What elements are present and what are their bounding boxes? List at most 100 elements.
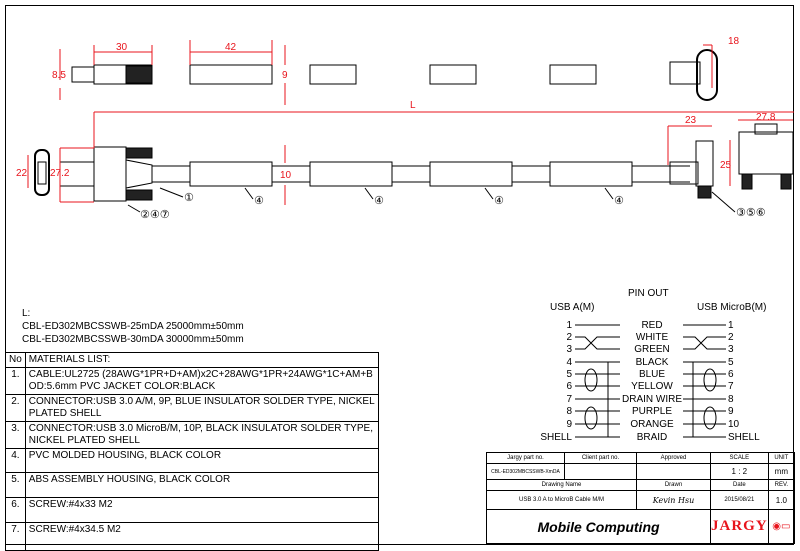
item-text: CABLE:UL2725 (28AWG*1PR+D+AM)x2C+28AWG*1… bbox=[24, 367, 380, 395]
usb-plug-tip bbox=[71, 66, 95, 83]
client-part-label: Client part no. bbox=[564, 452, 637, 464]
pin-left: 2 bbox=[566, 332, 572, 343]
callout-molding-4: ④ bbox=[614, 194, 624, 207]
dimension-lines bbox=[27, 40, 794, 205]
molding-top-3 bbox=[429, 64, 477, 85]
usb-a-housing bbox=[93, 146, 127, 202]
pin-left: 1 bbox=[566, 320, 572, 331]
rev-label: REV. bbox=[767, 479, 796, 491]
client-part-no bbox=[564, 463, 637, 480]
pinout-left-title: USB A(M) bbox=[550, 302, 595, 313]
approved-value bbox=[636, 463, 711, 480]
item-no: 3. bbox=[5, 421, 26, 449]
dim-usb-a-width: 27.2 bbox=[50, 168, 70, 179]
unit-value: mm bbox=[767, 463, 796, 480]
screw-lower bbox=[125, 189, 153, 201]
callout-molding-3: ④ bbox=[494, 194, 504, 207]
callout-cable: ① bbox=[184, 191, 194, 204]
pin-right: 2 bbox=[728, 332, 734, 343]
molding-top-4 bbox=[549, 64, 597, 85]
usb-a-face-pins bbox=[37, 161, 47, 185]
drawing-frame bbox=[5, 5, 794, 545]
molding-1 bbox=[189, 161, 273, 187]
item-text: CONNECTOR:USB 3.0 MicroB/M, 10P, BLACK I… bbox=[24, 421, 380, 449]
usb-a-face bbox=[34, 149, 50, 196]
dim-plug-height: 8.5 bbox=[52, 70, 66, 81]
microb-screw bbox=[697, 185, 712, 199]
projection-symbol-icon: ◉▭ bbox=[767, 509, 796, 544]
dim-microb-width: 27.8 bbox=[756, 112, 776, 123]
item-no: 2. bbox=[5, 394, 26, 422]
item-text: PVC MOLDED HOUSING, BLACK COLOR bbox=[24, 448, 380, 473]
pin-left: 5 bbox=[566, 369, 572, 380]
no-header: No bbox=[5, 352, 26, 368]
scale-value: 1 : 2 bbox=[710, 463, 769, 480]
wire-color: BLUE bbox=[638, 369, 666, 380]
dim-usb-a-face: 22 bbox=[16, 168, 28, 179]
molding-3 bbox=[429, 161, 513, 187]
screw-side bbox=[125, 65, 153, 84]
drawn-label: Drawn bbox=[636, 479, 711, 491]
jargy-part-label: Jargy part no. bbox=[486, 452, 565, 464]
date-label: Date bbox=[710, 479, 769, 491]
item-no: 4. bbox=[5, 448, 26, 473]
pin-left: 4 bbox=[566, 357, 572, 368]
drawing-name: USB 3.0 A to MicroB Cable M/M bbox=[486, 490, 637, 510]
wire-color: PURPLE bbox=[631, 406, 672, 417]
date-value: 2015/08/21 bbox=[710, 490, 769, 510]
microb-housing bbox=[695, 140, 714, 187]
dim-cable-od: 10 bbox=[280, 170, 292, 181]
pin-left: SHELL bbox=[540, 432, 572, 443]
length-row: CBL-ED302MBCSSWB-30mDA 30000mm±50mm bbox=[22, 334, 244, 345]
pin-right: 3 bbox=[728, 344, 734, 355]
item-text: ABS ASSEMBLY HOUSING, BLACK COLOR bbox=[24, 472, 380, 498]
molding-2 bbox=[309, 161, 393, 187]
usb-a-strain-relief bbox=[125, 159, 153, 189]
dim-microb-height: 25 bbox=[720, 160, 732, 171]
approved-label: Approved bbox=[636, 452, 711, 464]
wire-color: WHITE bbox=[635, 332, 669, 343]
jargy-logo: JARGY bbox=[710, 509, 769, 544]
leader-lines bbox=[127, 187, 736, 213]
dim-microb-length: 23 bbox=[685, 115, 697, 126]
molding-4 bbox=[549, 161, 633, 187]
microb-front-screw-right bbox=[780, 173, 792, 190]
item-text: CONNECTOR:USB 3.0 A/M, 9P, BLUE INSULATO… bbox=[24, 394, 380, 422]
molding-top-2 bbox=[309, 64, 357, 85]
pin-right: 7 bbox=[728, 381, 734, 392]
drawn-signature: Kevin Hsu bbox=[636, 490, 711, 510]
pin-right: SHELL bbox=[728, 432, 760, 443]
length-label: L: bbox=[22, 308, 31, 319]
microb-stub bbox=[669, 61, 701, 85]
pin-left: 7 bbox=[566, 394, 572, 405]
pin-right: 10 bbox=[728, 419, 740, 430]
drawing-name-label: Drawing Name bbox=[486, 479, 637, 491]
length-table: L: CBL-ED302MBCSSWB-25mDA 25000mm±50mm C… bbox=[22, 307, 244, 346]
item-no: 1. bbox=[5, 367, 26, 395]
item-text: SCREW:#4x34.5 M2 bbox=[24, 522, 380, 551]
pinout-wires bbox=[575, 324, 726, 438]
item-no: 6. bbox=[5, 497, 26, 523]
pin-right: 9 bbox=[728, 406, 734, 417]
item-no: 5. bbox=[5, 472, 26, 498]
pin-right: 6 bbox=[728, 369, 734, 380]
scale-label: SCALE bbox=[710, 452, 769, 464]
microb-front-housing bbox=[738, 131, 794, 175]
materials-header: MATERIALS LIST: bbox=[24, 352, 380, 368]
microb-front-screw-left bbox=[741, 173, 753, 190]
pin-left: 8 bbox=[566, 406, 572, 417]
callout-microb-parts: ③⑤⑥ bbox=[736, 206, 766, 219]
microb-face-outline bbox=[696, 49, 718, 101]
molding-top-1 bbox=[189, 64, 273, 85]
item-no: 7. bbox=[5, 522, 26, 551]
pinout-title: PIN OUT bbox=[628, 288, 669, 299]
pin-right: 8 bbox=[728, 394, 734, 405]
microb-front-plug bbox=[754, 123, 778, 135]
wire-color: YELLOW bbox=[631, 381, 673, 392]
pin-left: 9 bbox=[566, 419, 572, 430]
dim-plug-length: 30 bbox=[116, 42, 128, 53]
wire-color: BLACK bbox=[635, 357, 669, 368]
wire-color: BRAID bbox=[636, 432, 668, 443]
